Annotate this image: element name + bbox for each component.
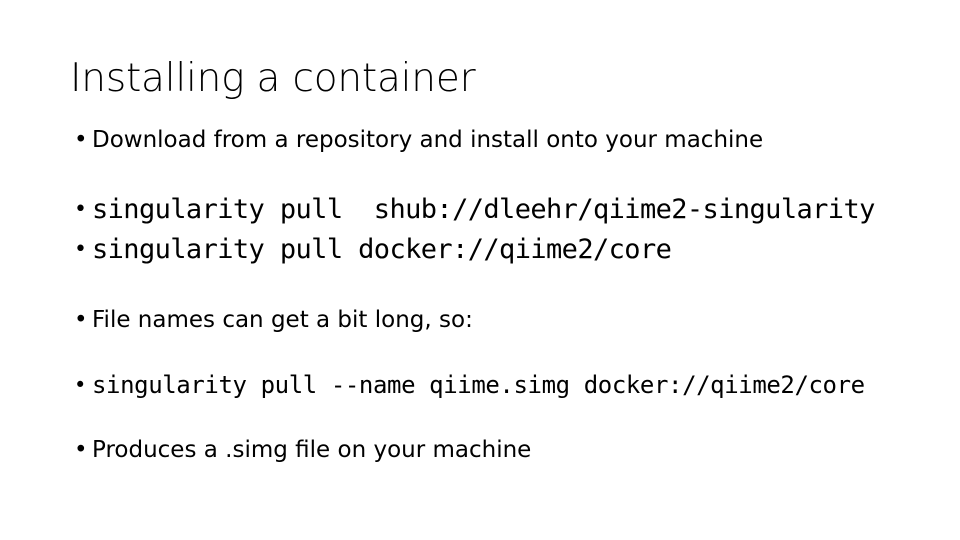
list-item-label: File names can get a bit long, so: — [92, 307, 473, 333]
list-item-label: Download from a repository and install o… — [92, 127, 764, 153]
list-item: • singularity pull docker://qiime2/core — [0, 233, 960, 267]
list-item: • File names can get a bit long, so: — [0, 305, 960, 335]
list-item: • singularity pull --name qiime.simg doc… — [0, 369, 960, 401]
bullet-list: • Download from a repository and install… — [0, 125, 960, 465]
bullet-icon: • — [74, 437, 88, 463]
list-item-label: Produces a .simg file on your machine — [92, 437, 532, 463]
bullet-icon: • — [74, 307, 88, 333]
page-title: Installing a container — [70, 56, 476, 101]
spacer — [0, 155, 960, 193]
code-command: singularity pull shub://dleehr/qiime2-si… — [92, 194, 875, 225]
bullet-icon: • — [74, 373, 87, 397]
list-item: • singularity pull shub://dleehr/qiime2-… — [0, 193, 960, 227]
list-item: • Download from a repository and install… — [0, 125, 960, 155]
code-command: singularity pull --name qiime.simg docke… — [92, 371, 865, 399]
code-command: singularity pull docker://qiime2/core — [92, 234, 672, 265]
spacer — [0, 267, 960, 305]
bullet-icon: • — [74, 127, 88, 153]
list-item: • Produces a .simg file on your machine — [0, 435, 960, 465]
spacer — [0, 401, 960, 435]
bullet-icon: • — [74, 237, 87, 262]
bullet-icon: • — [74, 197, 87, 222]
spacer — [0, 335, 960, 369]
